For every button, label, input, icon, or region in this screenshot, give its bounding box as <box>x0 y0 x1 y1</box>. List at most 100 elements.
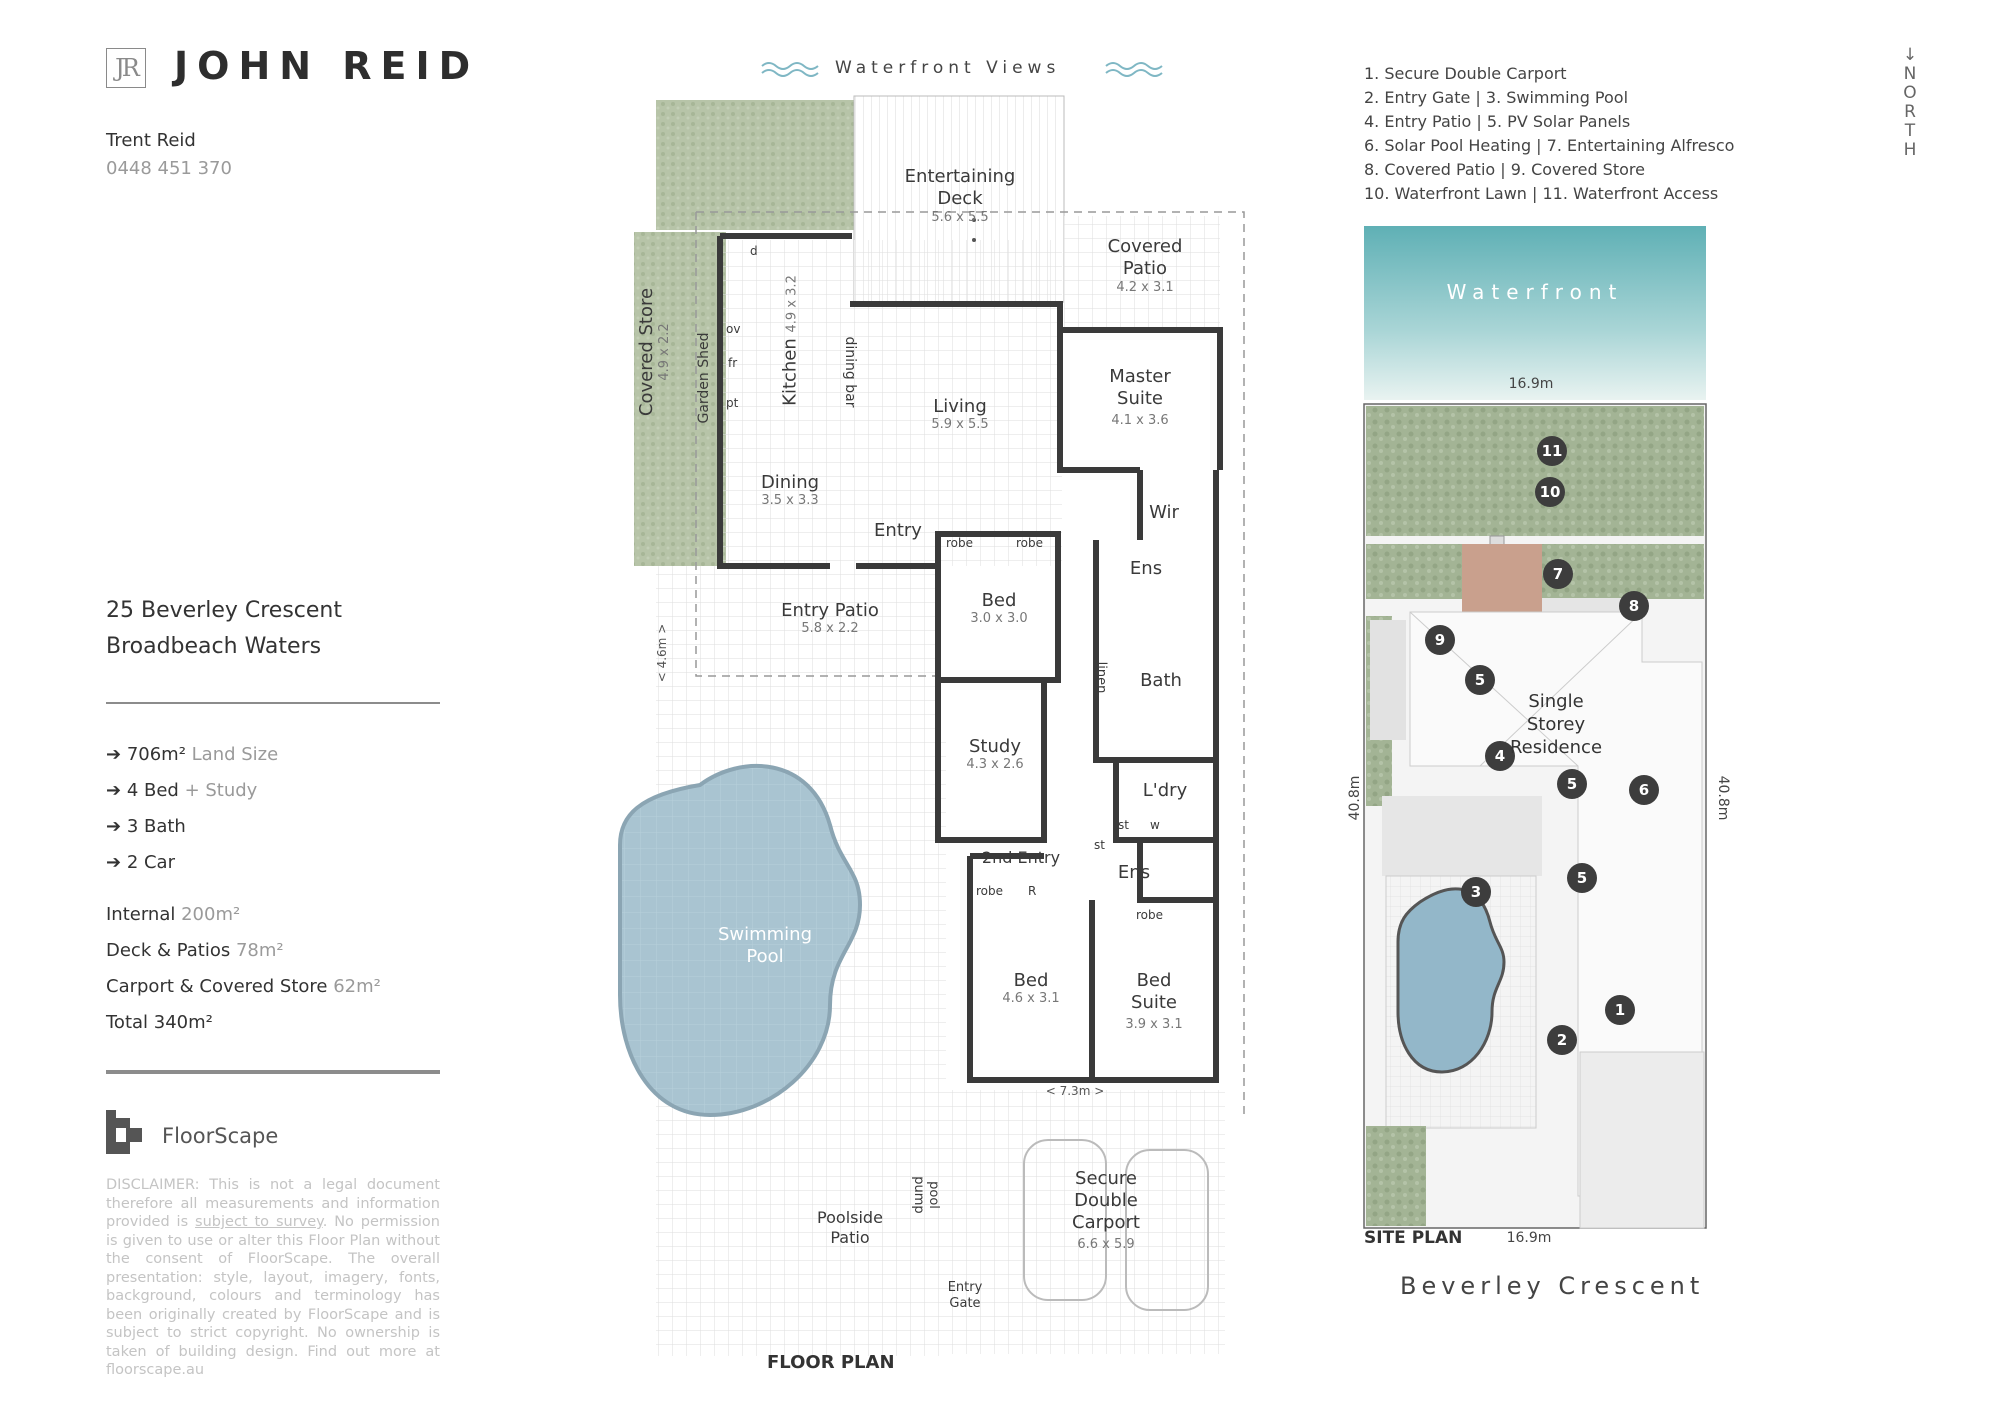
site-marker-3: 3 <box>1470 883 1482 901</box>
room-linen: linen <box>1093 661 1109 694</box>
room-2nd-entry: 2nd Entry <box>981 848 1061 867</box>
legend-item: 4. Entry Patio | 5. PV Solar Panels <box>1364 112 1631 131</box>
fixture-storage: st <box>1118 818 1129 832</box>
garden-area <box>634 232 726 566</box>
site-marker-4: 4 <box>1494 747 1506 765</box>
legend-item: 8. Covered Patio | 9. Covered Store <box>1364 160 1645 179</box>
floorscape-name: FloorScape <box>162 1124 279 1148</box>
agent-phone[interactable]: 0448 451 370 <box>106 158 232 179</box>
site-marker-6: 6 <box>1638 781 1650 799</box>
site-marker-8: 8 <box>1628 597 1640 615</box>
brand-name: JOHN REID <box>174 44 480 88</box>
legend-item: 6. Solar Pool Heating | 7. Entertaining … <box>1364 136 1735 155</box>
fixture-robe: robe <box>976 884 1004 898</box>
area-total: Total 340m² <box>106 1012 213 1033</box>
agent-name: Trent Reid <box>106 130 196 151</box>
floor-plan-title: FLOOR PLAN <box>767 1352 895 1373</box>
street-name: Beverley Crescent <box>1400 1272 1705 1300</box>
garden-area <box>656 100 854 230</box>
legend-item: 10. Waterfront Lawn | 11. Waterfront Acc… <box>1364 184 1719 203</box>
waterfront-lawn <box>1366 406 1704 536</box>
entertaining-alfresco <box>1462 544 1542 620</box>
site-carport <box>1579 1051 1705 1229</box>
feature-car: ➔ 2 Car <box>106 852 175 873</box>
site-depth-right: 40.8m <box>1715 775 1731 821</box>
legend: 1. Secure Double Carport 2. Entry Gate |… <box>1364 62 1734 206</box>
site-marker-1: 1 <box>1614 1001 1626 1019</box>
site-depth-left: 40.8m <box>1347 775 1363 821</box>
fixture-robe: robe <box>946 536 974 550</box>
arrow-right-icon: ➔ <box>106 816 127 837</box>
address-line-2: Broadbeach Waters <box>106 634 322 659</box>
fixture-robe: robe <box>1136 908 1164 922</box>
living-area <box>722 240 1062 566</box>
covered-store <box>1370 620 1406 740</box>
room-bath: Bath <box>1140 670 1182 691</box>
feature-bath: ➔ 3 Bath <box>106 816 186 837</box>
site-pool <box>1396 887 1506 1074</box>
divider-thick <box>106 1070 440 1074</box>
covered-patio <box>1064 216 1220 332</box>
wave-icon <box>761 62 819 77</box>
fixture-fridge: fr <box>728 356 738 370</box>
feature-land: ➔ 706m² Land Size <box>106 744 279 765</box>
fixture-dishwasher: d <box>750 244 758 258</box>
room-wir: Wir <box>1149 502 1179 523</box>
site-width-bottom: 16.9m <box>1506 1230 1552 1246</box>
swimming-pool <box>618 764 863 1118</box>
room-dining-bar: dining bar <box>842 336 858 408</box>
car-icon <box>1023 1139 1107 1301</box>
arrow-right-icon: ➔ <box>106 780 127 801</box>
fixture-storage: st <box>1094 838 1105 852</box>
legend-item: 1. Secure Double Carport <box>1364 64 1567 83</box>
site-marker-5: 5 <box>1474 671 1486 689</box>
entry-patio <box>656 566 936 736</box>
brand-monogram: JR <box>106 48 146 88</box>
waterfront-label: Waterfront <box>1446 280 1624 304</box>
car-icon <box>1125 1149 1209 1311</box>
survey-link[interactable]: subject to survey <box>195 1214 323 1230</box>
wave-icon <box>1105 62 1163 77</box>
room-laundry: L'dry <box>1142 780 1188 801</box>
waterfront-views-title: Waterfront Views <box>835 58 1061 78</box>
fixture-robe: robe <box>1016 536 1044 550</box>
room-kitchen: Kitchen 4.9 x 3.2 <box>779 275 801 406</box>
site-plan-title: SITE PLAN <box>1364 1228 1463 1248</box>
fixture-pantry: pt <box>726 396 739 410</box>
arrow-right-icon: ➔ <box>106 852 127 873</box>
room-garden-shed: Garden Shed <box>696 332 712 424</box>
site-marker-10: 10 <box>1539 483 1561 501</box>
entry-patio <box>1382 796 1542 876</box>
room-ensuite-2: Ens <box>1117 862 1151 883</box>
address-line-1: 25 Beverley Crescent <box>106 598 342 623</box>
site-markers <box>1425 436 1659 1055</box>
floorscape-logo-icon <box>106 1110 142 1154</box>
room-entry: Entry <box>874 520 922 541</box>
site-marker-5b: 5 <box>1566 775 1578 793</box>
site-marker-2: 2 <box>1556 1031 1568 1049</box>
dim-bottom: < 7.3m > <box>1045 1084 1105 1098</box>
area-internal: Internal 200m² <box>106 904 241 925</box>
site-marker-5c: 5 <box>1576 869 1588 887</box>
area-carport: Carport & Covered Store 62m² <box>106 976 381 997</box>
feature-bed: ➔ 4 Bed + Study <box>106 780 258 801</box>
site-marker-9: 9 <box>1434 631 1446 649</box>
fixture-robe-r: R <box>1028 884 1037 898</box>
site-plan <box>1363 226 1707 1229</box>
arrow-down-icon: ↓ <box>1902 45 1918 65</box>
